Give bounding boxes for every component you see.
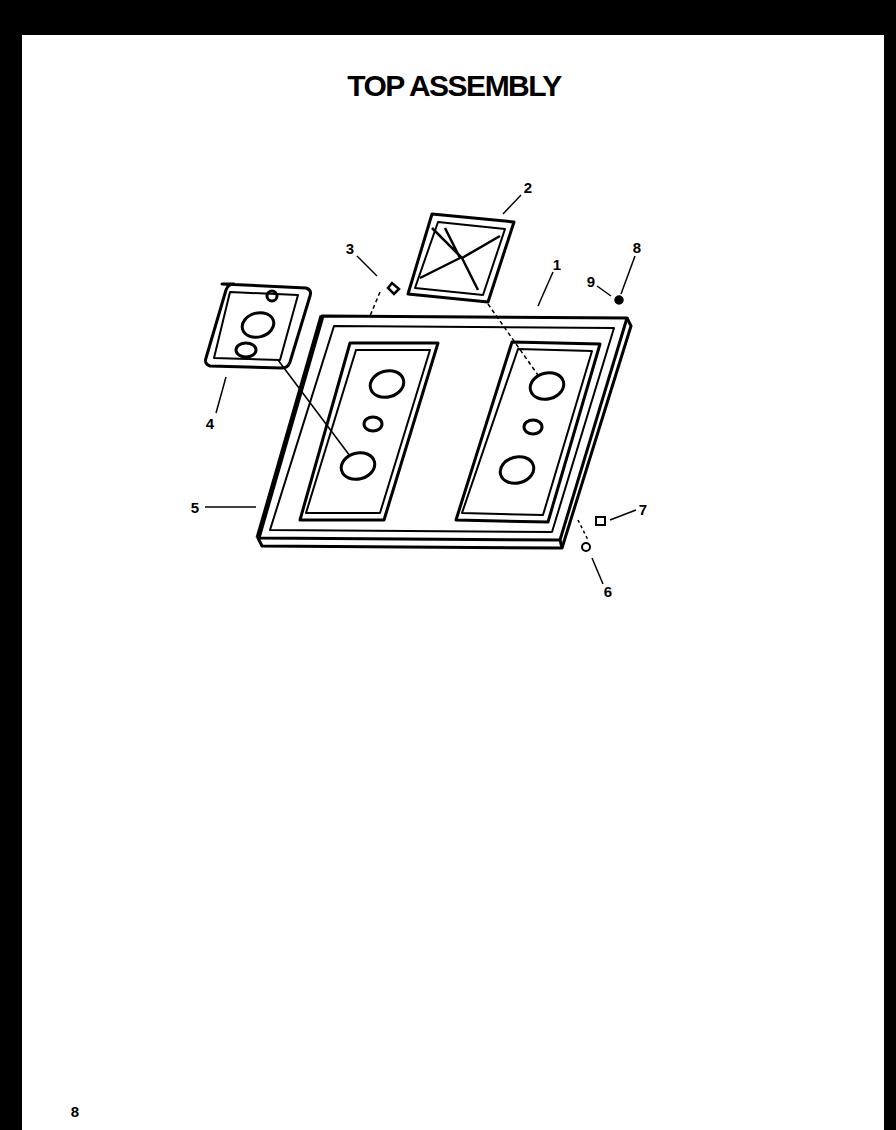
callout-number: 9 bbox=[587, 274, 595, 289]
diagram-title: TOP ASSEMBLY bbox=[347, 69, 561, 103]
callout-number: 6 bbox=[604, 584, 612, 599]
callout-number: 4 bbox=[206, 416, 214, 431]
callout-number: 1 bbox=[553, 257, 561, 272]
callout-number: 7 bbox=[639, 502, 647, 517]
callout-number: 3 bbox=[346, 241, 354, 256]
page-number: 8 bbox=[71, 1104, 79, 1119]
callout-number: 2 bbox=[524, 180, 532, 195]
callout-number: 8 bbox=[633, 240, 641, 255]
callout-number: 5 bbox=[191, 500, 199, 515]
